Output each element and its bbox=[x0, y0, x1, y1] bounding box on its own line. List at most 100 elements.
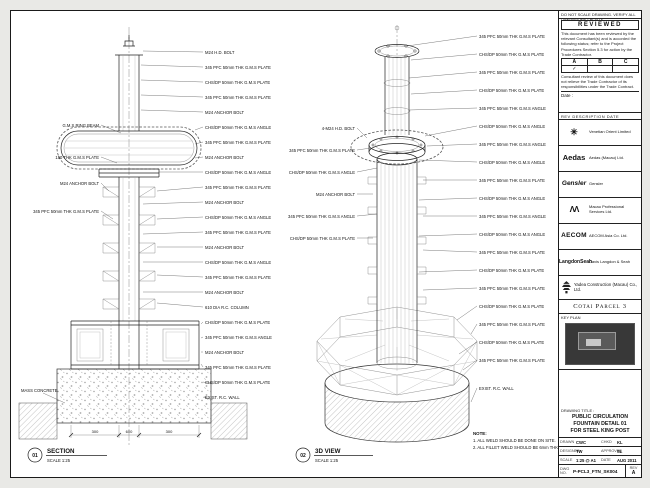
annotation-label: CHS/DP 50mm THK G.M.S ANGLE bbox=[479, 196, 545, 201]
reviewed-title: REVIEWED bbox=[561, 20, 639, 30]
date-label: DATE bbox=[601, 458, 611, 462]
revision-strip: REV DESCRIPTION DATE bbox=[559, 113, 641, 120]
drawing-area: 300 600 300 M24 H.D. BOLT 345 PFC 50mm T… bbox=[11, 11, 560, 476]
designed-value: TW bbox=[576, 448, 583, 454]
iso-annotations-left: 4-M24 H.D. BOLT 345 PFC 50mm THK G.M.S P… bbox=[288, 126, 355, 241]
dimension-label: 300 bbox=[92, 429, 99, 434]
annotation-label: CHS/DP 50mm THK G.M.S PLATE bbox=[290, 236, 355, 241]
annotation-label: CHS/DP 50mm THK G.M.S ANGLE bbox=[479, 160, 545, 165]
annotation-label: CHS/DP 50mm THK G.M.S ANGLE bbox=[205, 170, 271, 175]
dwg-number: P-PCL3_FTN_SK004 bbox=[573, 468, 618, 474]
company-name: Macau Professional Services Ltd. bbox=[589, 204, 625, 214]
company-row-aecom: AECOM AECOM Asia Co. Ltd. bbox=[559, 224, 641, 250]
leader-lines-right bbox=[140, 50, 214, 401]
field-row: DRAWN CWC CHKD KL bbox=[559, 437, 641, 446]
company-row-venetian: ✳ Venetian Orient Limited bbox=[559, 120, 641, 146]
grade-b-header: B bbox=[587, 59, 613, 66]
key-plan-thumbnail bbox=[565, 322, 635, 365]
annotation-label: CHS/DP 50mm THK G.M.S ANGLE bbox=[289, 170, 355, 175]
drawing-title-label: DRAWING TITLE : bbox=[561, 407, 595, 413]
leader-lines-right bbox=[406, 35, 478, 403]
leader-lines-left bbox=[356, 127, 378, 239]
annotation-label: 345 PFC 50mm THK G.M.S PLATE bbox=[205, 65, 271, 70]
company-name: Venetian Orient Limited bbox=[589, 128, 631, 134]
annotation-label: 345 PFC 50mm THK G.M.S PLATE bbox=[479, 286, 545, 291]
drawing-sheet: 300 600 300 M24 H.D. BOLT 345 PFC 50mm T… bbox=[10, 10, 642, 478]
annotation-label: 345 PFC 50mm THK G.M.S PLATE bbox=[205, 140, 271, 145]
company-row-langdonseah: LangdonSeah Davis Langdon & Seah bbox=[559, 250, 641, 276]
annotation-label: CHS/DP 50mm THK G.M.S PLATE bbox=[479, 304, 544, 309]
reviewed-note: Consultant review of this document does … bbox=[561, 73, 634, 90]
checked-value: KL bbox=[617, 439, 623, 445]
annotation-label: 345 PFC 50mm THK G.M.S PLATE bbox=[33, 209, 99, 214]
annotation-label: 345 PFC 50mm THK G.M.S PLATE bbox=[479, 34, 545, 39]
company-name: Gensler bbox=[589, 180, 604, 186]
view-title: 3D VIEW bbox=[315, 448, 341, 455]
reviewed-stamp: REVIEWED This document has been reviewed… bbox=[559, 19, 641, 113]
aedas-logo: Aedas bbox=[562, 153, 586, 163]
contractor-row: Yadea Construction (Macau) Co., Ltd. bbox=[559, 276, 641, 300]
section-base-box bbox=[70, 320, 200, 370]
section-annotations-right: M24 H.D. BOLT 345 PFC 50mm THK G.M.S PLA… bbox=[205, 50, 272, 400]
drawing-title-line: FOUNTAIN DETAIL 01 bbox=[573, 420, 627, 427]
section-flange-plate bbox=[98, 168, 160, 178]
annotation-label: M24 ANCHOR BOLT bbox=[205, 110, 244, 115]
notes-line: 1. ALL WELD SHOULD BE DONE ON SITE. bbox=[473, 438, 556, 443]
company-name: Aedas (Macau) Ltd. bbox=[589, 154, 624, 160]
company-name: Davis Langdon & Seah bbox=[589, 258, 630, 264]
annotation-label: 345 PFC 50mm THK G.M.S PLATE bbox=[205, 365, 271, 370]
checked-label: CHKD bbox=[601, 440, 612, 444]
grade-c-cell bbox=[613, 66, 638, 72]
revision-cloud bbox=[350, 129, 444, 165]
annotation-label: CHS/DP 50mm THK G.M.S PLATE bbox=[205, 380, 270, 385]
mps-logo-icon: ΛΛ bbox=[569, 205, 580, 214]
drawing-canvas: 300 600 300 M24 H.D. BOLT 345 PFC 50mm T… bbox=[18, 25, 560, 463]
key-plan bbox=[559, 321, 641, 370]
reviewed-body: This document has been reviewed by the r… bbox=[561, 31, 637, 57]
dimension-label: 600 bbox=[126, 429, 133, 434]
annotation-label: M24 ANCHOR BOLT bbox=[205, 245, 244, 250]
anchor-bolt-lines bbox=[110, 321, 148, 365]
review-grade-table: A ✓ B C bbox=[561, 57, 639, 73]
ground-hatch bbox=[18, 402, 248, 440]
field-row: DESIGNED TW APPROVED SL bbox=[559, 446, 641, 455]
center-mark-icon bbox=[394, 25, 400, 31]
section-foundation bbox=[56, 368, 212, 424]
rev-value: A bbox=[631, 470, 636, 476]
annotation-label: CHS/DP 50mm THK G.M.S PLATE bbox=[479, 52, 544, 57]
annotation-label: 345 PFC 50mm THK G.M.S PLATE bbox=[289, 148, 355, 153]
aecom-logo: AECOM bbox=[561, 231, 587, 239]
annotation-label: CHS/DP 50mm THK G.M.S ANGLE bbox=[205, 125, 271, 130]
drawing-title-line: FOR STEEL KING POST bbox=[570, 427, 630, 434]
title-block-fields: DRAWN CWC CHKD KL DESIGNED TW APPROVED S… bbox=[559, 437, 641, 477]
dimension-label: 300 bbox=[166, 429, 173, 434]
annotation-label: EXIST. R.C. WALL bbox=[205, 395, 240, 400]
annotation-label: CHS/DP 50mm THK G.M.S ANGLE bbox=[479, 124, 545, 129]
annotation-label: CHS/DP 50mm THK G.M.S PLATE bbox=[479, 268, 544, 273]
iso-top-flange bbox=[374, 44, 420, 58]
drawn-label: DRAWN bbox=[560, 440, 575, 444]
annotation-label: CHS/DP 50mm THK G.M.S PLATE bbox=[479, 88, 544, 93]
iso-view-callout: 02 3D VIEW SCALE 1:25 bbox=[295, 447, 373, 463]
annotation-label: 345 PFC 50mm THK G.M.S PLATE bbox=[479, 178, 545, 183]
annotation-label: M24 ANCHOR BOLT bbox=[316, 192, 355, 197]
annotation-label: EXIST. R.C. WALL bbox=[479, 386, 514, 391]
annotation-label: M24 H.D. BOLT bbox=[205, 50, 235, 55]
title-block: DO NOT SCALE DRAWING. VERIFY ALL DIMENSI… bbox=[558, 11, 641, 477]
annotation-label: 150 THK G.M.S PLATE bbox=[55, 155, 99, 160]
annotation-label: 345 PFC 50mm THK G.M.S ANGLE bbox=[479, 106, 546, 111]
iso-annotations-right: 345 PFC 50mm THK G.M.S PLATE CHS/DP 50mm… bbox=[479, 34, 546, 391]
venetian-logo-icon: ✳ bbox=[570, 126, 578, 137]
annotation-label: M24 ANCHOR BOLT bbox=[205, 350, 244, 355]
reviewed-date-label: Date : bbox=[561, 90, 639, 110]
callout-number: 02 bbox=[300, 453, 306, 459]
annotation-label: 4-M24 H.D. BOLT bbox=[322, 126, 356, 131]
view-title: SECTION bbox=[47, 448, 75, 455]
scale-value: 1:25 @ A1 bbox=[576, 457, 596, 463]
section-ring-beam bbox=[56, 126, 202, 170]
section-view-callout: 01 SECTION SCALE 1:25 bbox=[27, 447, 107, 463]
leader-lines-left bbox=[42, 124, 122, 404]
iso-view: 345 PFC 50mm THK G.M.S PLATE CHS/DP 50mm… bbox=[288, 25, 560, 463]
key-plan-label: KEY PLAN bbox=[561, 314, 581, 320]
annotation-label: 345 PFC 50mm THK G.M.S PLATE bbox=[479, 322, 545, 327]
